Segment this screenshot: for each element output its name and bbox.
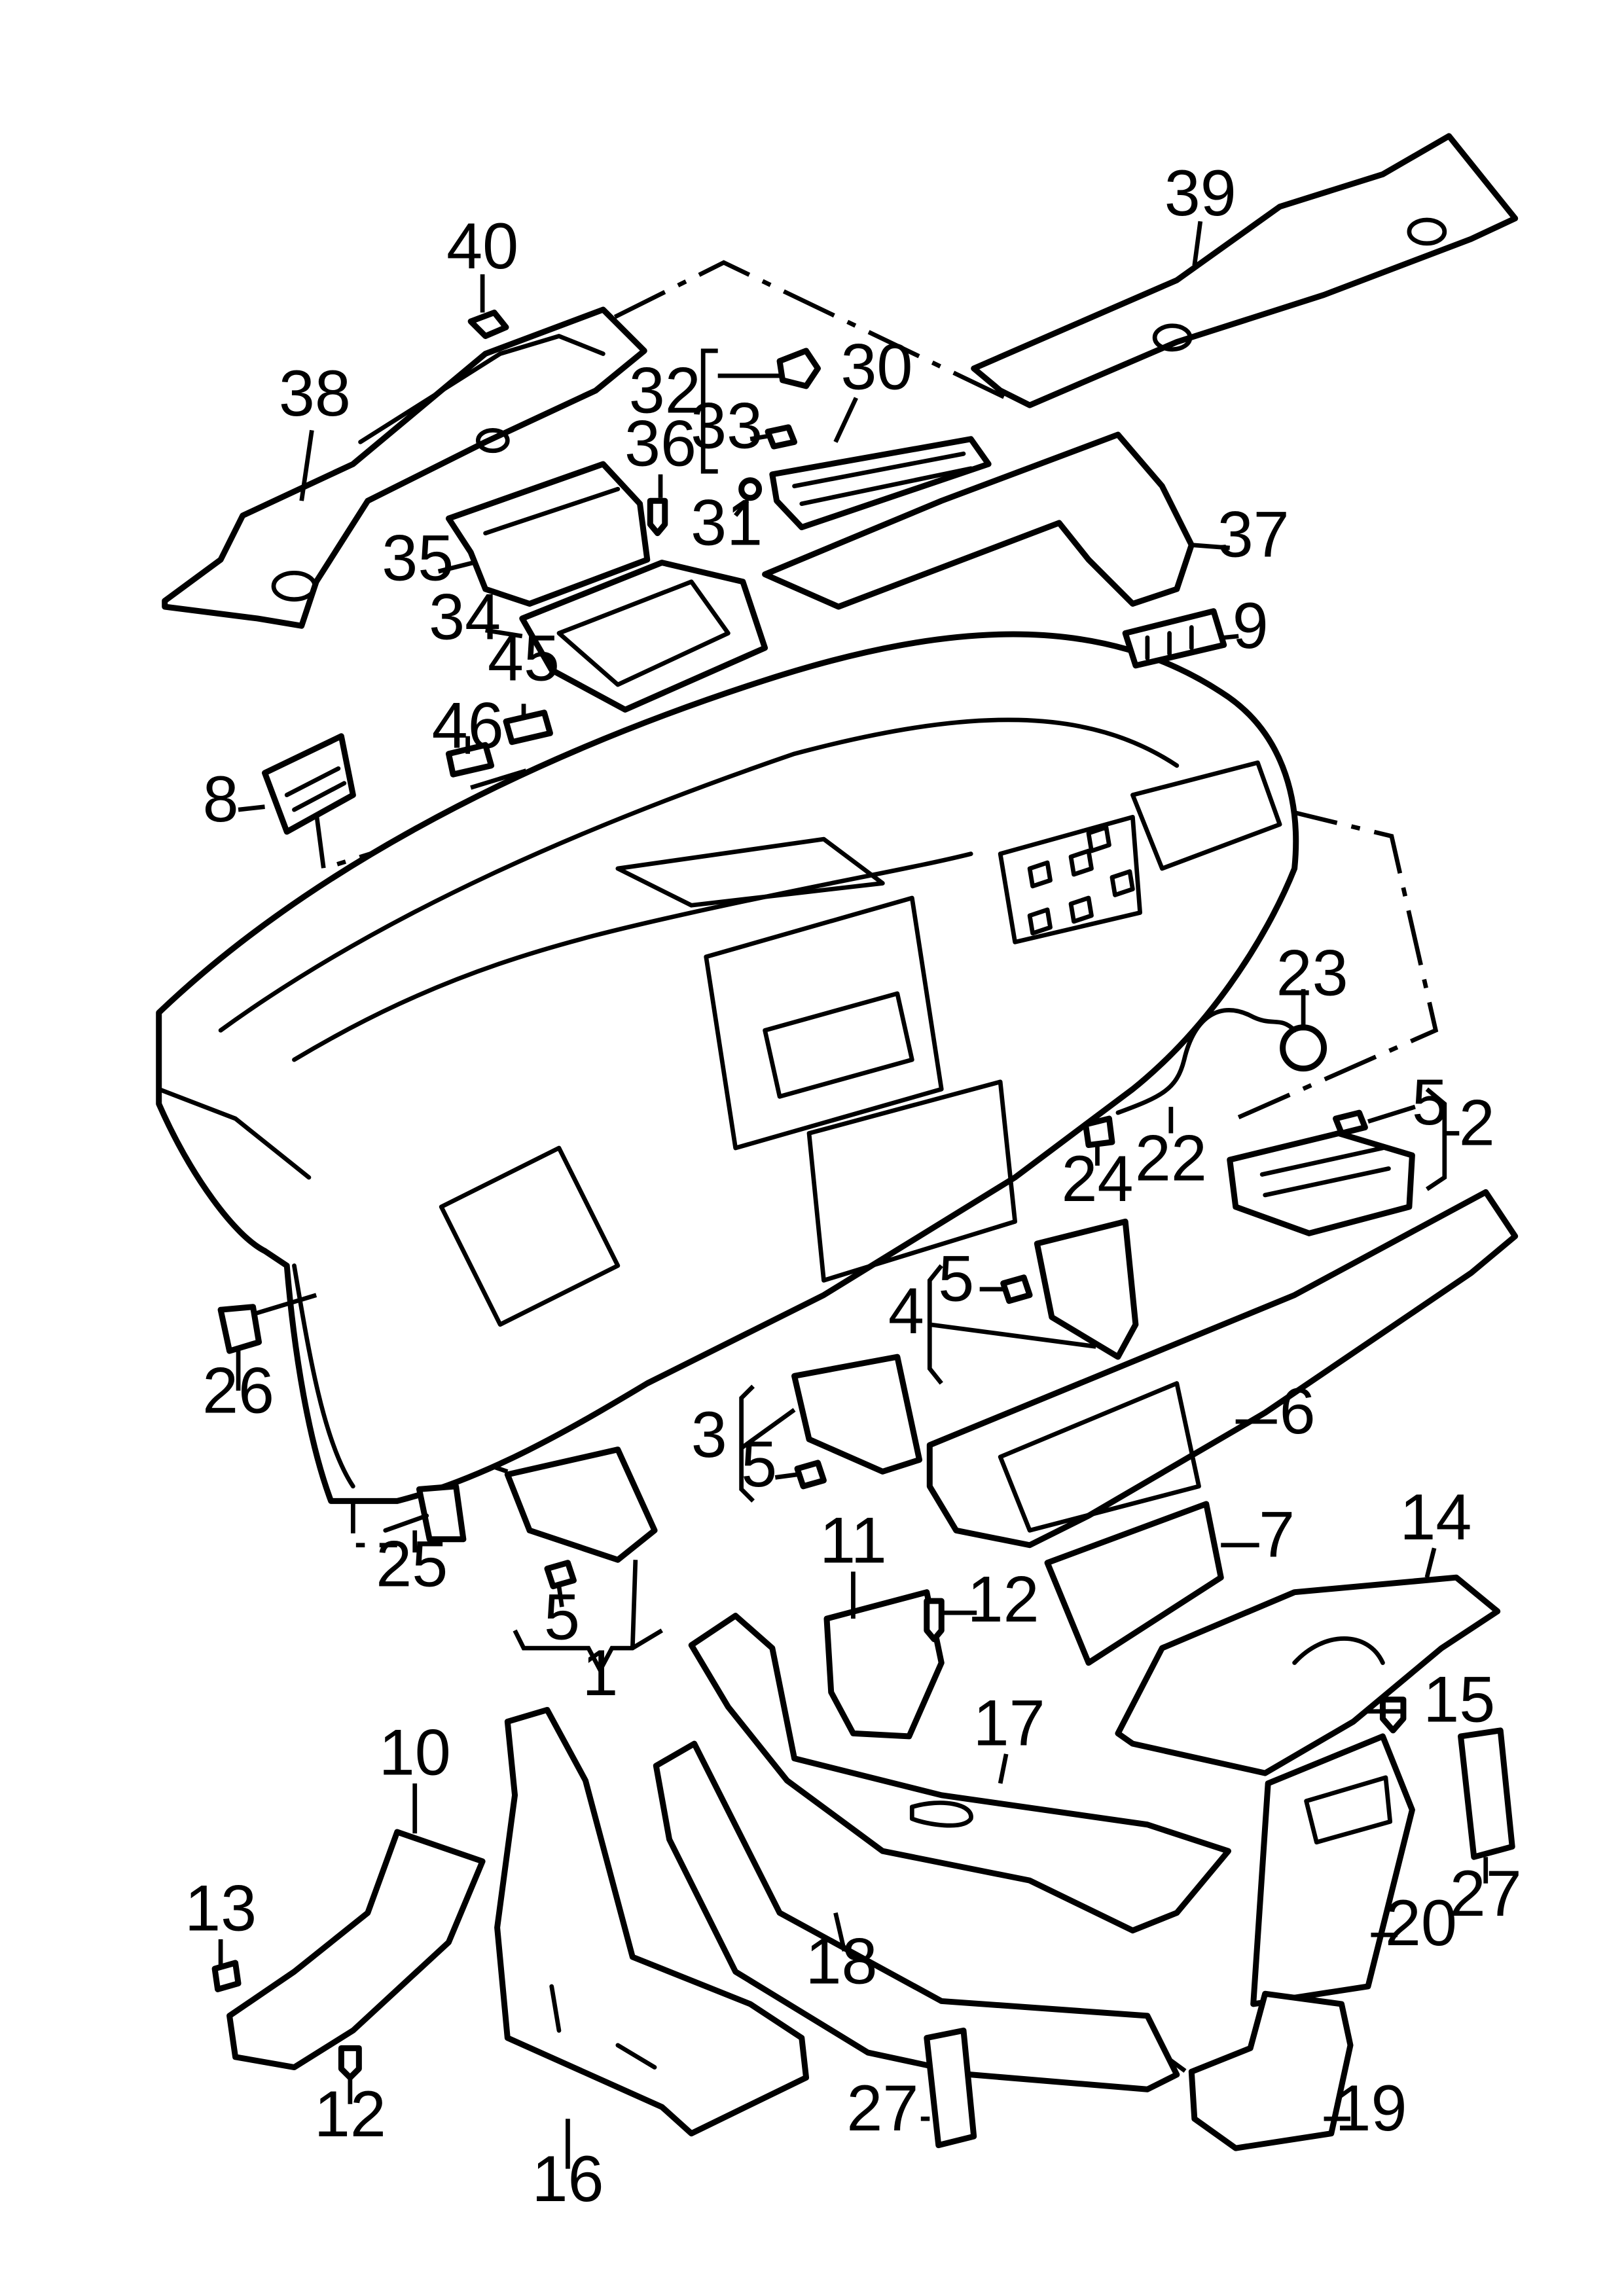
part-14-cover: [1115, 1574, 1501, 1776]
callout-5d: 5: [544, 1581, 580, 1653]
part-46-cover: [445, 742, 495, 778]
part-18-duct: [653, 1740, 1180, 2092]
callout-38: 38: [279, 357, 351, 429]
part-16-duct: [494, 1706, 810, 2137]
callout-25: 25: [376, 1528, 448, 1600]
part-17-duct: [688, 1613, 1231, 1934]
part-10-duct: [226, 1829, 486, 2071]
callout-15: 15: [1423, 1662, 1495, 1735]
part-27a-grille: [1458, 1727, 1515, 1860]
callout-5a: 5: [1412, 1066, 1448, 1138]
part-35-housing: [445, 461, 651, 607]
part-5a-clip: [1333, 1109, 1368, 1137]
part-31-bulb: [738, 477, 763, 501]
callout-27b: 27: [846, 2072, 918, 2144]
callout-12b: 12: [314, 2077, 386, 2150]
dashboard-carrier: [156, 631, 1299, 1504]
callout-8: 8: [203, 762, 239, 835]
callout-19: 19: [1335, 2072, 1407, 2144]
callout-23: 23: [1276, 936, 1348, 1009]
callout-5b: 5: [938, 1242, 974, 1315]
callout-13: 13: [185, 1872, 257, 1945]
callout-36: 36: [624, 406, 696, 479]
callout-2: 2: [1459, 1086, 1495, 1159]
part-45-cover: [503, 709, 553, 745]
callout-26: 26: [202, 1354, 274, 1427]
part-6-trim: [926, 1189, 1519, 1549]
callout-31: 31: [691, 486, 763, 559]
part-9-vent: [1122, 608, 1227, 669]
part-27b-grille: [924, 2027, 977, 2149]
part-5c-clip: [794, 1460, 827, 1490]
part-20-vent: [1250, 1733, 1415, 2007]
callout-33: 33: [691, 389, 763, 461]
callout-6: 6: [1280, 1374, 1316, 1447]
part-22-hose: [1115, 1007, 1297, 1115]
part-8-vent: [262, 733, 356, 835]
callout-12a: 12: [967, 1563, 1039, 1636]
part-5b-clip: [1000, 1274, 1033, 1304]
part-11-duct: [823, 1589, 945, 1740]
callout-16: 16: [532, 2142, 604, 2215]
part-32-switch: [776, 348, 821, 389]
callout-39: 39: [1164, 156, 1236, 229]
part-12b-screw: [338, 2045, 362, 2081]
callout-1: 1: [582, 1636, 618, 1709]
callout-5c: 5: [741, 1427, 777, 1500]
part-38-panel: [162, 306, 647, 629]
part-13-clip: [211, 1960, 242, 1992]
part-5d-clip: [544, 1560, 577, 1590]
part-24-connector: [1083, 1115, 1115, 1148]
part-4-vent: [1034, 1218, 1139, 1360]
part-33-clip: [765, 424, 798, 450]
callout-10: 10: [379, 1715, 451, 1788]
part-3-vent: [791, 1354, 923, 1475]
callout-17: 17: [973, 1686, 1045, 1759]
callout-34: 34: [429, 580, 501, 653]
part-40-clip: [467, 310, 509, 339]
part-30-grille: [769, 436, 992, 531]
part-19-duct: [1188, 1990, 1354, 2151]
callout-22: 22: [1135, 1121, 1207, 1194]
callout-24: 24: [1061, 1142, 1133, 1215]
callout-9: 9: [1233, 589, 1269, 662]
leader-lines: [218, 221, 1489, 2169]
part-37-cover: [762, 431, 1195, 610]
callouts: 40 38 39 30 32 33 31 36 35 34 37 9 46 45…: [185, 156, 1522, 2215]
callout-40: 40: [446, 209, 518, 282]
part-7-panel: [1044, 1501, 1224, 1666]
part-1-vent: [504, 1446, 658, 1563]
part-2-vent: [1227, 1130, 1415, 1236]
callout-20: 20: [1385, 1886, 1457, 1959]
part-12a-screw: [924, 1598, 945, 1643]
part-26-switch: [217, 1304, 262, 1354]
callout-37: 37: [1218, 498, 1290, 571]
callout-7: 7: [1259, 1498, 1295, 1571]
callout-46: 46: [432, 689, 504, 762]
callout-4: 4: [888, 1274, 924, 1347]
callout-45: 45: [488, 621, 560, 694]
callout-35: 35: [382, 522, 454, 594]
callout-32: 32: [629, 353, 701, 426]
part-23-sensor: [1280, 1024, 1327, 1072]
part-15-screw: [1379, 1696, 1407, 1734]
callout-27a: 27: [1450, 1857, 1522, 1929]
part-25-motor: [383, 1483, 467, 1543]
part-34-bracket: [519, 560, 768, 713]
callout-11: 11: [820, 1504, 887, 1577]
callout-18: 18: [805, 1924, 877, 1997]
callout-30: 30: [840, 330, 912, 403]
callout-3: 3: [691, 1398, 727, 1471]
part-36-screw: [647, 497, 668, 537]
callout-14: 14: [1399, 1480, 1471, 1553]
part-39-panel: [971, 133, 1519, 408]
